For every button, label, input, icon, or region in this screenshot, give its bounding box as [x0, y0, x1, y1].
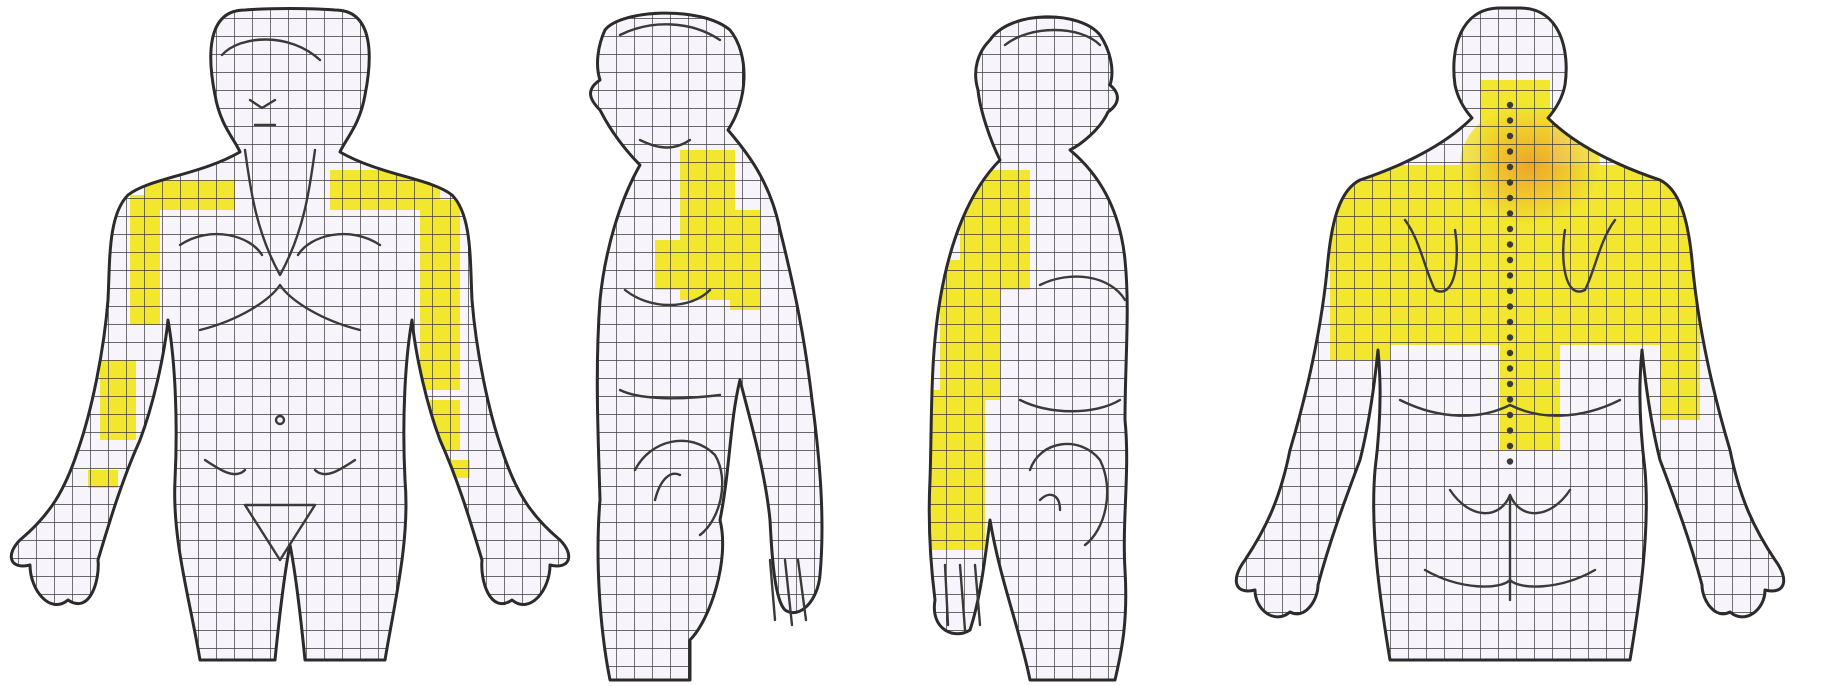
spine-vertebra	[1507, 102, 1513, 108]
spine-vertebra	[1507, 443, 1513, 449]
spine-vertebra	[1507, 148, 1513, 154]
spine-vertebra	[1507, 241, 1513, 247]
right-side-figure-svg	[910, 0, 1230, 686]
spine-vertebra	[1507, 458, 1513, 464]
spine-vertebra	[1507, 272, 1513, 278]
spine-vertebra	[1507, 117, 1513, 123]
body-figure-left-side	[580, 0, 910, 686]
spine-vertebra	[1507, 303, 1513, 309]
body-figure-back	[1210, 0, 1825, 686]
spine-vertebra	[1507, 210, 1513, 216]
spine-vertebra	[1507, 288, 1513, 294]
spine-vertebra	[1507, 412, 1513, 418]
spine-vertebra	[1507, 350, 1513, 356]
spine-vertebra	[1507, 319, 1513, 325]
spine-vertebra	[1507, 381, 1513, 387]
spine-vertebra	[1507, 365, 1513, 371]
spine-vertebra	[1507, 133, 1513, 139]
body-figure-front	[0, 0, 590, 686]
spine-vertebra	[1507, 396, 1513, 402]
spine-vertebra	[1507, 179, 1513, 185]
body-figure-right-side	[910, 0, 1230, 686]
spine-vertebra	[1507, 195, 1513, 201]
spine-vertebra	[1507, 164, 1513, 170]
spine-vertebra	[1507, 226, 1513, 232]
spine-vertebra	[1507, 257, 1513, 263]
back-figure-svg	[1210, 0, 1825, 686]
left-side-figure-svg	[580, 0, 910, 686]
spine-vertebra	[1507, 427, 1513, 433]
front-figure-svg	[0, 0, 590, 686]
spine-vertebra	[1507, 334, 1513, 340]
